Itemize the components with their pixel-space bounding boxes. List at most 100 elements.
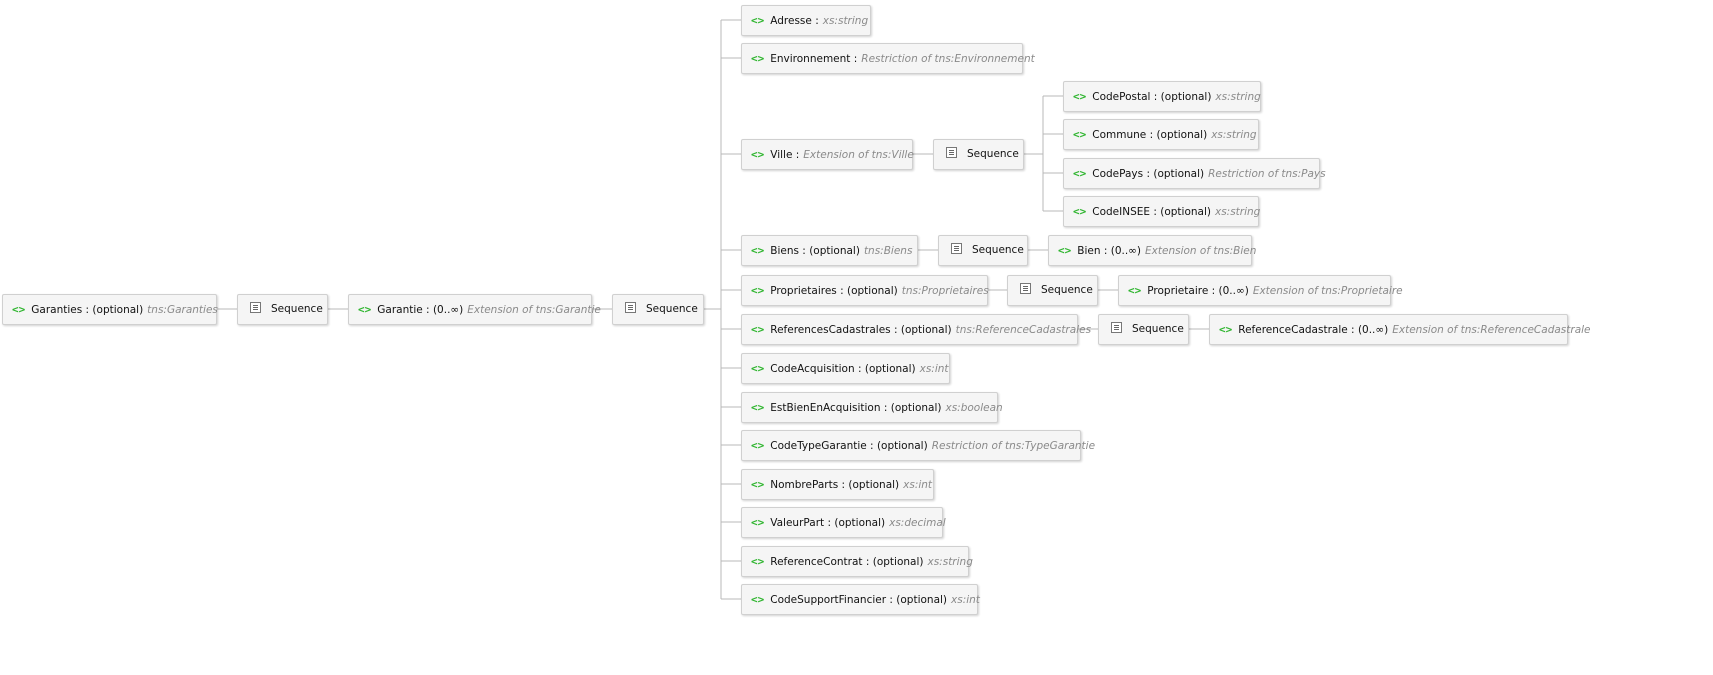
- element-occurs: (optional): [92, 304, 144, 316]
- element-icon: <>: [751, 284, 765, 297]
- element-type: xs:string: [822, 15, 869, 27]
- element-occurs: (optional): [864, 363, 916, 375]
- element-name: CodePostal :: [1092, 91, 1158, 103]
- element-occurs: (0..∞): [1218, 285, 1249, 297]
- element-name: ReferenceCadastrale :: [1238, 324, 1355, 336]
- element-name: Commune :: [1092, 129, 1154, 141]
- element-icon: <>: [751, 593, 765, 606]
- sequence-icon: [946, 147, 957, 158]
- sequence-label: Sequence: [972, 244, 1024, 256]
- element-name: EstBienEnAcquisition :: [770, 402, 888, 414]
- element-node-valeurpart[interactable]: <>ValeurPart : (optional)xs:decimal: [741, 507, 946, 538]
- element-name: Adresse :: [770, 15, 819, 27]
- sequence-icon: [250, 302, 261, 313]
- sequence-icon: [1020, 283, 1031, 294]
- element-type: Extension of tns:Proprietaire: [1252, 285, 1403, 297]
- element-occurs: (optional): [1156, 129, 1208, 141]
- element-type: xs:string: [1215, 91, 1261, 103]
- element-type: xs:int: [951, 594, 980, 606]
- element-type: xs:string: [1214, 206, 1261, 218]
- sequence-label: Sequence: [271, 303, 323, 315]
- sequence-label: Sequence: [1132, 323, 1184, 335]
- element-type: tns:ReferenceCadastrales: [955, 324, 1092, 336]
- element-icon: <>: [751, 439, 765, 452]
- sequence-node-garantie[interactable]: Sequence: [612, 294, 704, 325]
- element-name: Garanties :: [31, 304, 90, 316]
- element-node-referencecontrat[interactable]: <>ReferenceContrat : (optional)xs:string: [741, 546, 973, 577]
- element-node-referencescadastrales[interactable]: <>ReferencesCadastrales : (optional)tns:…: [741, 314, 1091, 345]
- element-icon: <>: [1073, 167, 1087, 180]
- element-type: tns:Garanties: [147, 304, 218, 316]
- sequence-node-biens[interactable]: Sequence: [938, 235, 1028, 266]
- element-icon: <>: [358, 303, 372, 316]
- element-icon: <>: [1128, 284, 1142, 297]
- element-icon: <>: [1219, 323, 1233, 336]
- element-icon: <>: [1073, 90, 1087, 103]
- element-occurs: (0..∞): [1110, 245, 1142, 257]
- element-type: xs:string: [1211, 129, 1257, 141]
- element-node-codepostal[interactable]: <>CodePostal : (optional)xs:string: [1063, 81, 1261, 112]
- element-node-garanties[interactable]: <> Garanties : (optional)tns:Garanties: [2, 294, 218, 325]
- element-icon: <>: [751, 52, 765, 65]
- element-name: CodeINSEE :: [1092, 206, 1157, 218]
- sequence-node-proprietaires[interactable]: Sequence: [1007, 275, 1098, 306]
- element-node-proprietaires[interactable]: <> Proprietaires : (optional)tns:Propriet…: [741, 275, 989, 306]
- element-node-proprietaire[interactable]: <>Proprietaire : (0..∞)Extension of tns:…: [1118, 275, 1403, 306]
- sequence-label: Sequence: [646, 303, 698, 315]
- element-node-codeinsee[interactable]: <> CodeINSEE : (optional)xs:string: [1063, 196, 1261, 227]
- element-type: xs:int: [919, 363, 949, 375]
- element-type: Restriction of tns:TypeGarantie: [931, 440, 1096, 452]
- element-occurs: (optional): [876, 440, 928, 452]
- element-icon: <>: [751, 478, 765, 491]
- element-icon: <>: [751, 555, 765, 568]
- element-node-codepays[interactable]: <>CodePays : (optional)Restriction of tn…: [1063, 158, 1326, 189]
- element-name: Biens :: [770, 245, 806, 257]
- element-node-bien[interactable]: <>Bien : (0..∞)Extension of tns:Bien: [1048, 235, 1256, 266]
- element-icon: <>: [751, 148, 765, 161]
- element-occurs: (optional): [872, 556, 924, 568]
- element-occurs: (optional): [809, 245, 860, 257]
- element-node-referencecadastrale[interactable]: <>ReferenceCadastrale : (0..∞)Extension …: [1209, 314, 1591, 345]
- element-name: Garantie :: [377, 304, 430, 316]
- element-type: Extension of tns:Garantie: [467, 304, 601, 316]
- sequence-label: Sequence: [967, 148, 1019, 160]
- element-node-codeacquisition[interactable]: <>CodeAcquisition : (optional)xs:int: [741, 353, 950, 384]
- element-type: xs:int: [903, 479, 933, 491]
- element-name: Proprietaires :: [770, 285, 844, 297]
- element-icon: <>: [751, 401, 765, 414]
- element-icon: <>: [751, 14, 765, 27]
- sequence-node-refcad[interactable]: Sequence: [1098, 314, 1189, 345]
- element-node-commune[interactable]: <> Commune : (optional)xs:string: [1063, 119, 1259, 150]
- sequence-node-root[interactable]: Sequence: [237, 294, 328, 325]
- element-occurs: (0..∞): [1357, 324, 1389, 336]
- element-type: Extension of tns:Bien: [1145, 245, 1257, 257]
- element-node-adresse[interactable]: <> Adresse :xs:string: [741, 5, 871, 36]
- sequence-icon: [951, 243, 962, 254]
- element-node-codetypegarantie[interactable]: <>CodeTypeGarantie : (optional)Restricti…: [741, 430, 1095, 461]
- element-icon: <>: [751, 323, 765, 336]
- element-icon: <>: [751, 516, 765, 529]
- element-node-biens[interactable]: <>Biens : (optional)tns:Biens: [741, 235, 918, 266]
- sequence-node-ville[interactable]: Sequence: [933, 139, 1024, 170]
- element-occurs: (optional): [900, 324, 952, 336]
- element-type: tns:Proprietaires: [901, 285, 989, 297]
- element-icon: <>: [1058, 244, 1072, 257]
- element-name: Environnement :: [770, 53, 858, 65]
- element-icon: <>: [12, 303, 26, 316]
- element-name: CodeSupportFinancier :: [770, 594, 893, 606]
- element-type: xs:string: [927, 556, 973, 568]
- element-node-nombreparts[interactable]: <>NombreParts : (optional)xs:int: [741, 469, 934, 500]
- element-name: NombreParts :: [770, 479, 846, 491]
- element-icon: <>: [1073, 205, 1087, 218]
- element-node-environnement[interactable]: <>Environnement :Restriction of tns:Envi…: [741, 43, 1035, 74]
- element-icon: <>: [1073, 128, 1087, 141]
- element-node-garantie[interactable]: <>Garantie : (0..∞)Extension of tns:Gara…: [348, 294, 601, 325]
- element-node-codesupportfinancier[interactable]: <> CodeSupportFinancier : (optional)xs:in…: [741, 584, 980, 615]
- element-occurs: (optional): [846, 285, 898, 297]
- element-type: Extension of tns:Ville: [803, 149, 914, 161]
- element-node-estbienenacquisition[interactable]: <>EstBienEnAcquisition : (optional)xs:bo…: [741, 392, 1003, 423]
- element-occurs: (optional): [896, 594, 948, 606]
- element-node-ville[interactable]: <>Ville :Extension of tns:Ville: [741, 139, 914, 170]
- element-occurs: (optional): [1160, 206, 1211, 218]
